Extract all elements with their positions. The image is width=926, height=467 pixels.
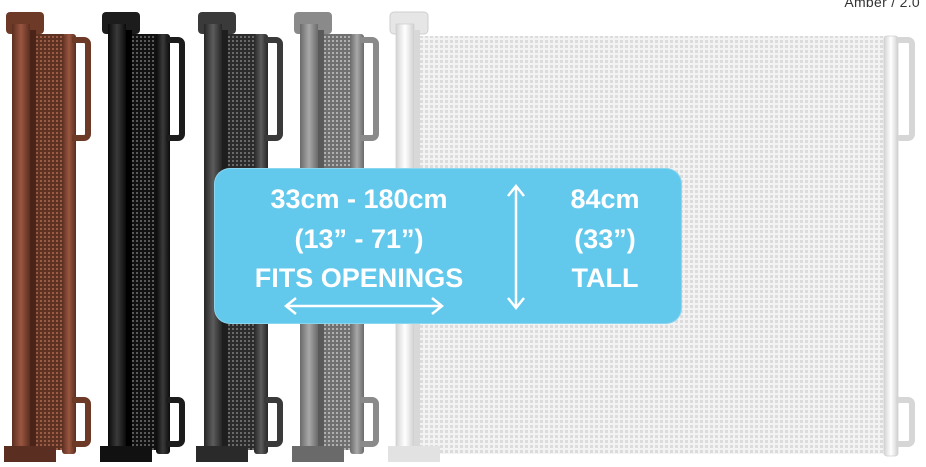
height-inches: (33”) [574, 224, 636, 254]
double-arrow-horizontal-icon [283, 297, 445, 315]
height-caption: TALL [571, 263, 639, 293]
dimensions-panel: 33cm - 180cm (13” - 71”) FITS OPENINGS 8… [214, 168, 682, 324]
height-value: 84cm [570, 184, 640, 214]
corner-caption: Amber / 2.0 [844, 0, 920, 10]
width-range-inches: (13” - 71”) [294, 224, 424, 254]
gate-black [100, 12, 185, 462]
width-range: 33cm - 180cm [270, 184, 448, 214]
gate-brown [4, 12, 91, 462]
width-caption: FITS OPENINGS [254, 263, 464, 293]
double-arrow-vertical-icon [507, 183, 525, 311]
